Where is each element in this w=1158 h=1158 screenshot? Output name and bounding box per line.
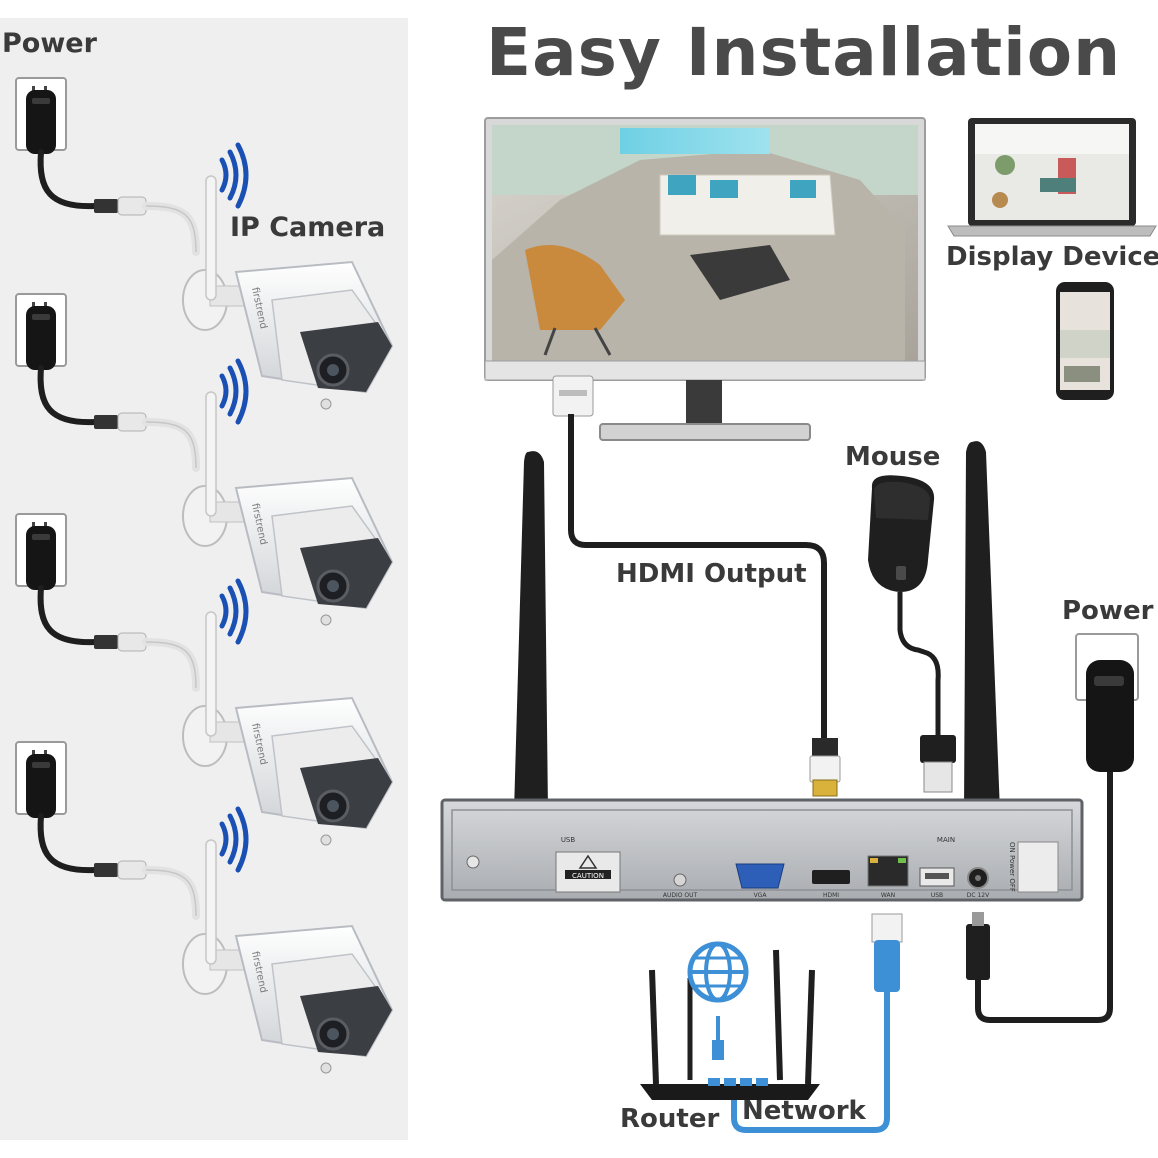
hdmi-cable: [552, 375, 841, 797]
nvr-antenna-right: [960, 441, 1002, 840]
hdmi-port-label: HDMI: [823, 892, 839, 899]
smartphone: [1056, 282, 1114, 400]
display-device-label: Display Device: [946, 242, 1158, 272]
ethernet-plug-icon: [871, 913, 903, 943]
router: [640, 949, 820, 1100]
power-switch-label: ON Power OFF: [1008, 842, 1016, 892]
vga-label: VGA: [754, 892, 768, 899]
monitor: [484, 117, 926, 441]
laptop: [947, 118, 1157, 237]
ip-camera-label: IP Camera: [230, 212, 386, 243]
audio-out-label: AUDIO OUT: [663, 892, 698, 899]
router-label: Router: [620, 1104, 720, 1134]
mouse: [868, 475, 956, 793]
usb-port-label: USB: [931, 892, 943, 899]
hdmi-output-label: HDMI Output: [616, 559, 807, 589]
dc-plug-icon: [966, 924, 990, 980]
mouse-label: Mouse: [845, 442, 941, 472]
page-title: Easy Installation: [486, 14, 1122, 91]
dc-label: DC 12V: [967, 892, 990, 899]
antenna-usb-label: USB: [561, 836, 576, 844]
power-adapter-right: [966, 633, 1139, 1023]
nvr-recorder: CAUTION AUDIO OUT VGA HDMI WAN USB DC 12…: [440, 798, 1084, 902]
antenna-main-label: MAIN: [937, 836, 955, 844]
wan-label: WAN: [881, 892, 895, 899]
power-label-right: Power: [1062, 596, 1154, 626]
nvr-antenna-left: [510, 451, 552, 840]
globe-icon: [687, 941, 749, 1003]
ethernet-cable: [731, 913, 903, 1133]
usb-plug-icon: [920, 735, 956, 763]
caution-label: CAUTION: [572, 872, 604, 880]
power-adapter-icon: [1086, 660, 1134, 772]
network-label: Network: [742, 1096, 866, 1126]
power-label-left: Power: [2, 28, 97, 59]
